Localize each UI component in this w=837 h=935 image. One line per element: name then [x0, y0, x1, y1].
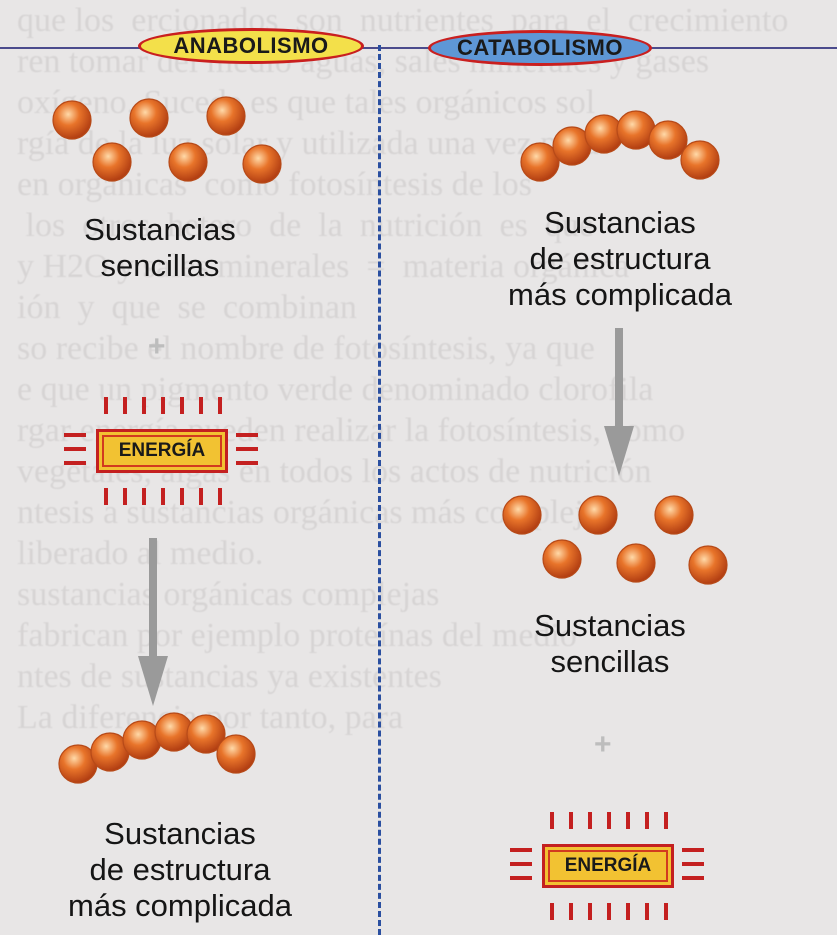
catabolism-energy-block: ENERGÍA [506, 810, 706, 922]
energy-ray [510, 876, 532, 880]
energy-ray [64, 433, 86, 437]
molecule-ball [206, 96, 246, 136]
anabolism-bottom-label: Sustancias de estructura más complicada [30, 816, 330, 924]
label-line: de estructura [89, 852, 271, 887]
anabolism-top-label: Sustancias sencillas [40, 212, 280, 284]
energy-ray [199, 488, 203, 505]
molecule-ball [186, 714, 226, 754]
energy-ray [161, 397, 165, 414]
energy-ray [123, 488, 127, 505]
catabolism-simple-molecules [502, 495, 728, 585]
energy-ray [626, 903, 630, 920]
energy-ray [510, 862, 532, 866]
anabolism-arrow-down [138, 538, 168, 706]
anabolism-energy-block: ENERGÍA [60, 395, 260, 507]
energy-ray [550, 903, 554, 920]
molecule-ball [216, 734, 256, 774]
label-line: sencillas [100, 248, 220, 283]
energy-ray [236, 461, 258, 465]
energy-rays [510, 812, 704, 920]
energy-ray [104, 488, 108, 505]
energy-ray [664, 812, 668, 829]
catabolism-arrow-down [604, 328, 634, 476]
molecule-ball [242, 144, 282, 184]
molecule-ball [680, 140, 720, 180]
energy-ray [626, 812, 630, 829]
energy-ray [607, 812, 611, 829]
label-line: de estructura [529, 241, 711, 276]
molecule-ball [502, 495, 542, 535]
label-line: sencillas [550, 644, 670, 679]
energy-ray [218, 397, 222, 414]
energy-ray [664, 903, 668, 920]
molecule-ball [654, 495, 694, 535]
energy-ray [569, 903, 573, 920]
catabolism-title: CATABOLISMO [428, 30, 652, 66]
energy-ray [607, 903, 611, 920]
center-divider [378, 45, 381, 935]
label-line: Sustancias [84, 212, 236, 247]
energy-ray [64, 461, 86, 465]
molecule-ball [168, 142, 208, 182]
energy-ray [236, 433, 258, 437]
molecule-ball [688, 545, 728, 585]
label-line: más complicada [508, 277, 732, 312]
energy-label: ENERGÍA [96, 429, 228, 473]
energy-ray [123, 397, 127, 414]
molecule-ball [616, 543, 656, 583]
energy-ray [510, 848, 532, 852]
anabolism-simple-molecules [52, 96, 282, 184]
plus-sign: + [148, 330, 166, 363]
energy-ray [588, 903, 592, 920]
molecule-ball [52, 100, 92, 140]
molecule-ball [578, 495, 618, 535]
energy-ray [569, 812, 573, 829]
anabolism-complex-molecule [58, 712, 256, 784]
energy-ray [682, 862, 704, 866]
molecule-ball [520, 142, 560, 182]
label-line: más complicada [68, 888, 292, 923]
energy-ray [236, 447, 258, 451]
anabolism-title: ANABOLISMO [138, 28, 364, 64]
catabolism-top-label: Sustancias de estructura más complicada [470, 205, 770, 313]
energy-ray [161, 488, 165, 505]
label-line: Sustancias [104, 816, 256, 851]
catabolism-bottom-label: Sustancias sencillas [490, 608, 730, 680]
molecule-ball [648, 120, 688, 160]
molecule-ball [542, 539, 582, 579]
label-line: Sustancias [534, 608, 686, 643]
energy-ray [104, 397, 108, 414]
energy-rays [64, 397, 258, 505]
energy-ray [588, 812, 592, 829]
molecule-ball [129, 98, 169, 138]
energy-ray [199, 397, 203, 414]
plus-sign: + [594, 728, 612, 761]
molecule-ball [92, 142, 132, 182]
energy-ray [645, 903, 649, 920]
energy-ray [64, 447, 86, 451]
energy-ray [218, 488, 222, 505]
energy-label: ENERGÍA [542, 844, 674, 888]
energy-ray [550, 812, 554, 829]
energy-ray [142, 397, 146, 414]
energy-ray [142, 488, 146, 505]
energy-ray [682, 876, 704, 880]
energy-ray [180, 488, 184, 505]
energy-ray [645, 812, 649, 829]
energy-ray [682, 848, 704, 852]
label-line: Sustancias [544, 205, 696, 240]
energy-ray [180, 397, 184, 414]
header-rule [0, 47, 837, 49]
catabolism-complex-molecule [520, 110, 720, 182]
